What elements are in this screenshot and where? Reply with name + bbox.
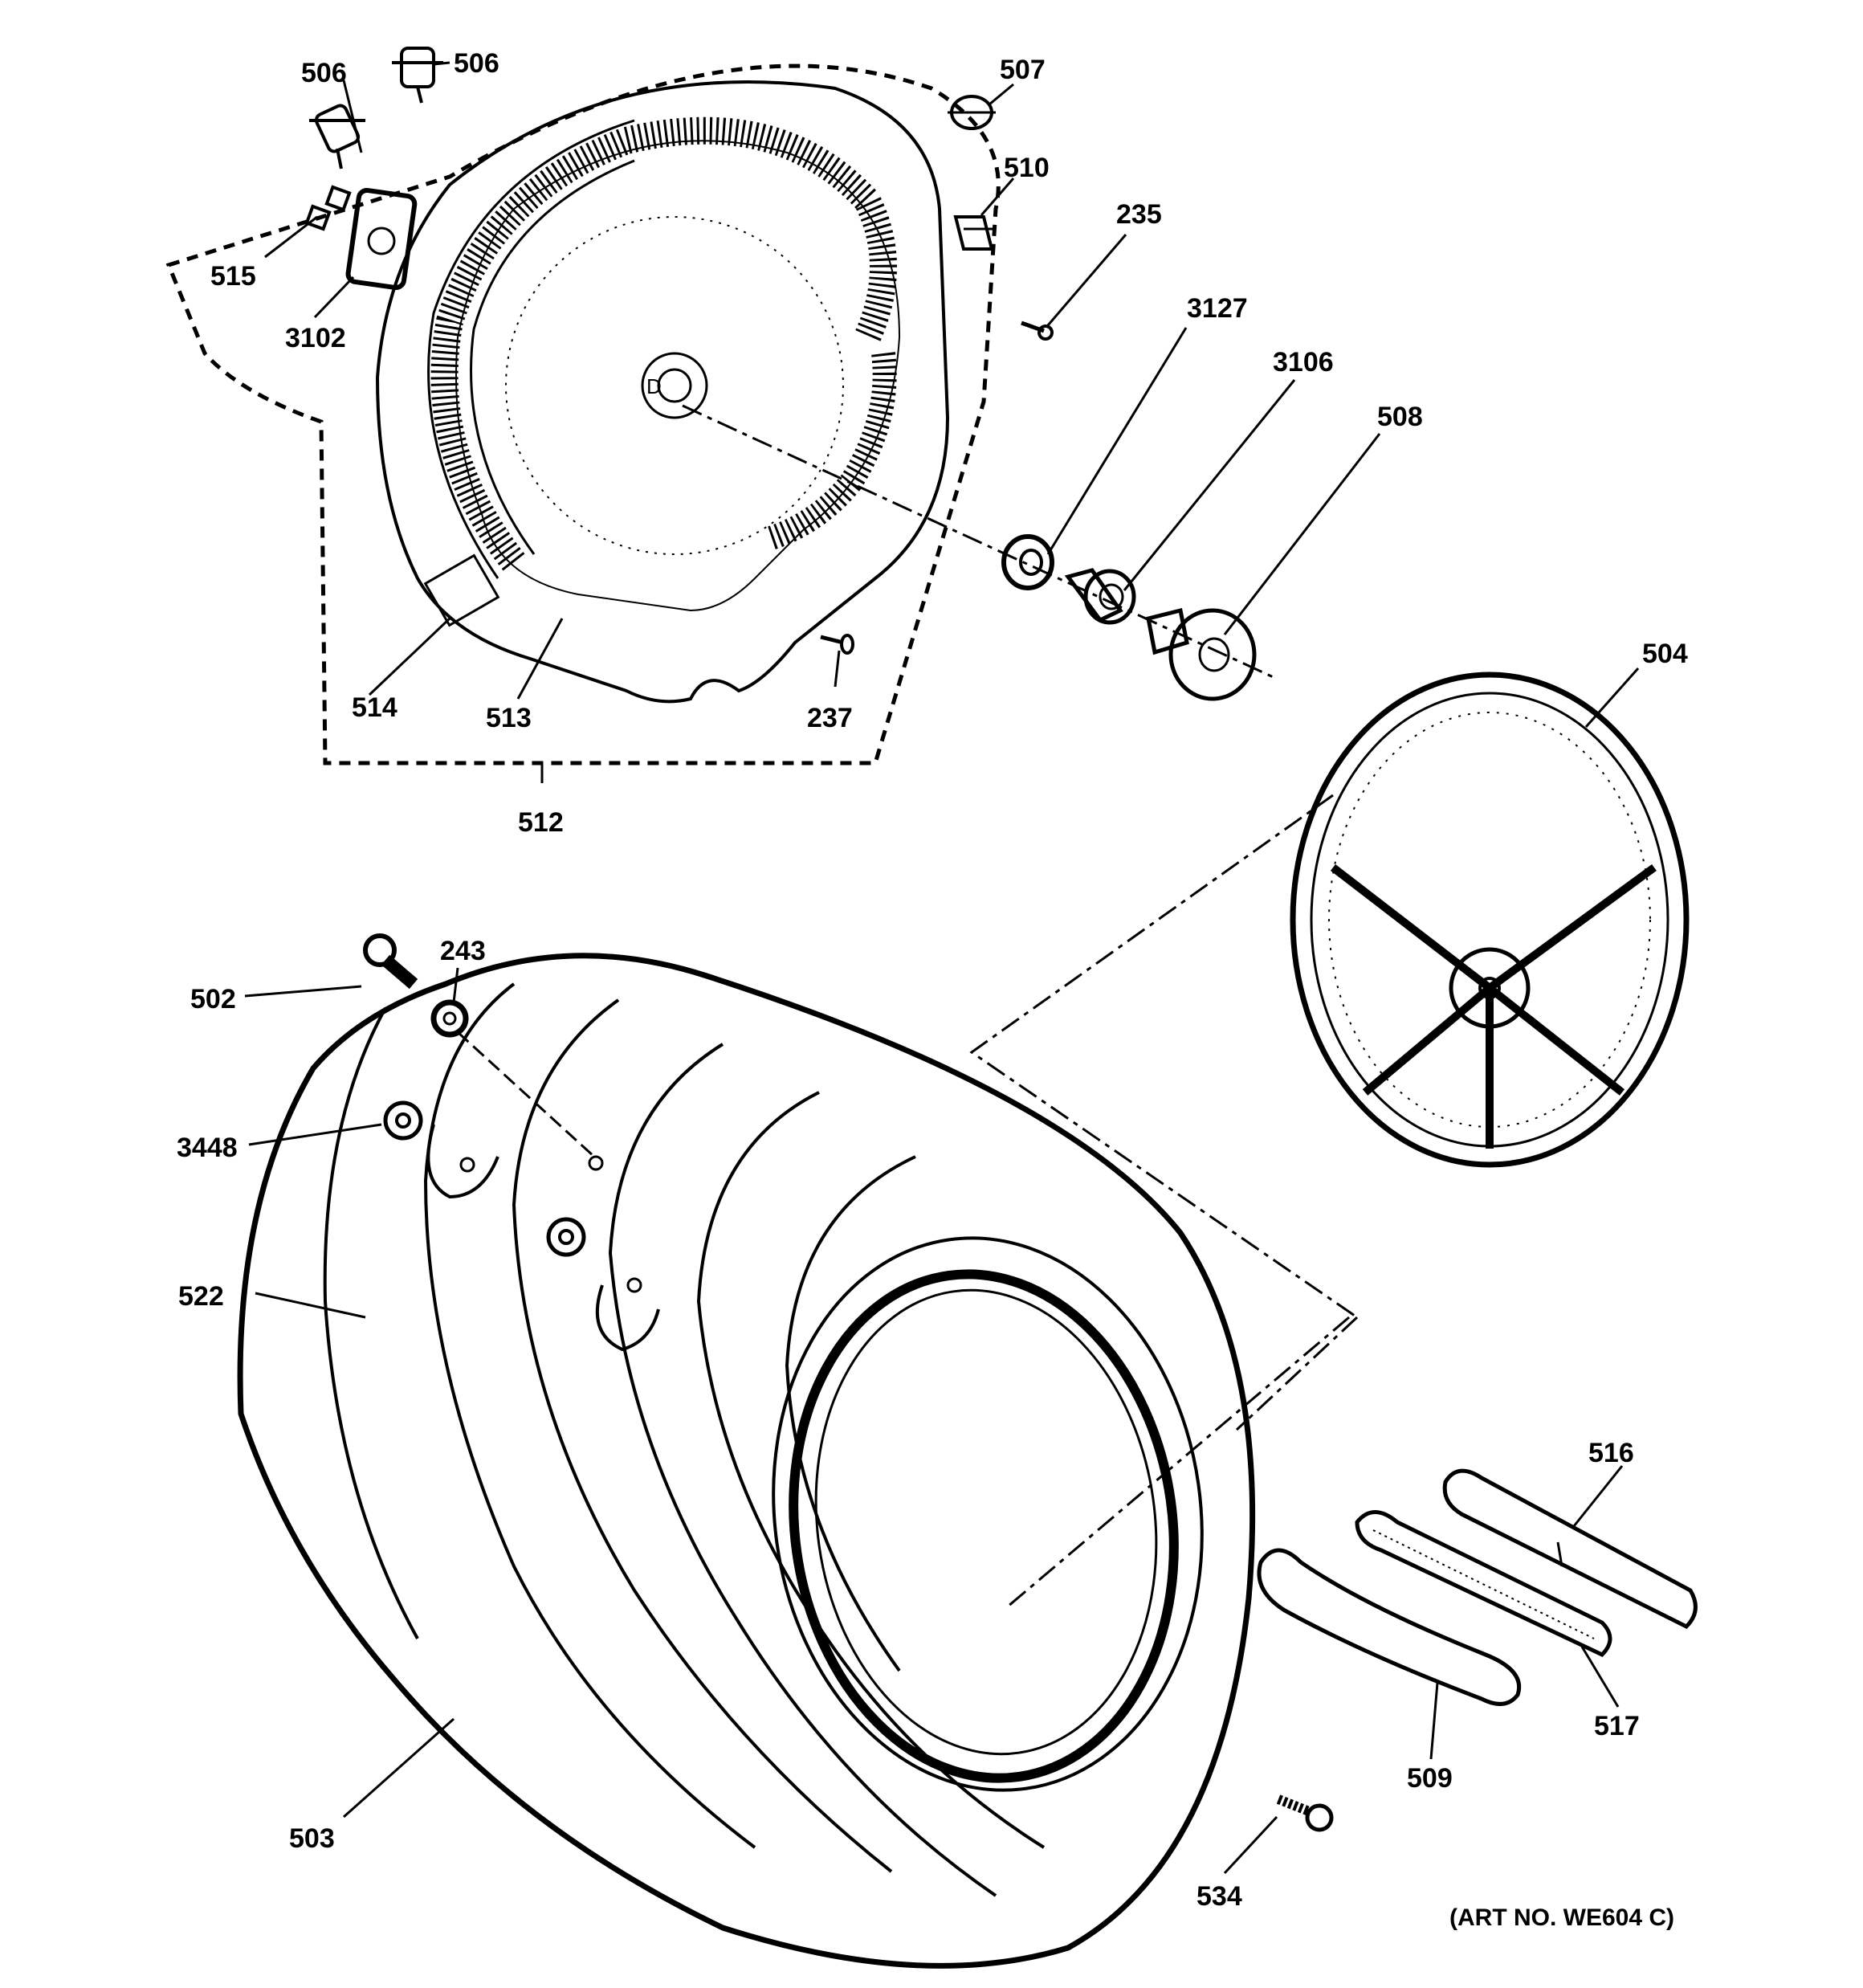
callout-509: 509 xyxy=(1407,1763,1453,1794)
callout-507: 507 xyxy=(1000,55,1046,85)
thermostat-506a xyxy=(309,104,365,169)
art-number-label: (ART NO. WE604 C) xyxy=(1449,1904,1674,1931)
shaft-508 xyxy=(1146,607,1257,701)
callout-503: 503 xyxy=(289,1823,335,1854)
callout-3448: 3448 xyxy=(177,1133,238,1163)
baffle-509 xyxy=(1257,1548,1521,1706)
clip-515 xyxy=(304,185,352,231)
drum-rear-panel-504 xyxy=(1290,672,1690,1168)
washer-3127 xyxy=(1001,534,1054,590)
callout-3127: 3127 xyxy=(1187,293,1248,324)
callout-512: 512 xyxy=(518,807,564,838)
bolt-502 xyxy=(363,933,418,990)
callout-3106: 3106 xyxy=(1273,347,1334,378)
rear-bulkhead-assembly-group: D xyxy=(165,63,1001,765)
screw-237 xyxy=(820,634,854,655)
leader-lines xyxy=(244,61,1640,1875)
thermostat-506b xyxy=(392,47,443,104)
screw-534 xyxy=(1276,1794,1334,1832)
rivet-drum-face xyxy=(459,1155,642,1293)
cover-3102 xyxy=(345,187,418,291)
callout-508: 508 xyxy=(1377,402,1423,432)
screw-235 xyxy=(1021,320,1054,341)
callout-502: 502 xyxy=(190,984,236,1014)
baffle-517 xyxy=(1355,1510,1612,1658)
axis-line-top xyxy=(682,404,1278,680)
callout-510: 510 xyxy=(1004,153,1050,183)
callout-517: 517 xyxy=(1594,1711,1640,1741)
drum-503 xyxy=(237,953,1256,1969)
callout-235: 235 xyxy=(1116,199,1162,230)
bracket-510 xyxy=(953,215,996,251)
rivet-3448 xyxy=(383,1100,423,1141)
nut-243 xyxy=(430,999,469,1038)
callout-504: 504 xyxy=(1642,639,1688,669)
callout-515: 515 xyxy=(210,261,256,292)
callout-3102: 3102 xyxy=(285,323,346,353)
bulkhead-hub: D xyxy=(641,352,708,419)
callout-534: 534 xyxy=(1196,1881,1242,1912)
callout-514: 514 xyxy=(352,692,397,723)
callout-522: 522 xyxy=(178,1281,224,1312)
heater-coil-514 xyxy=(423,116,897,627)
callout-513: 513 xyxy=(486,703,532,733)
callout-506: 506 xyxy=(454,48,499,79)
assembly-boundary-512 xyxy=(165,63,1001,765)
callout-243: 243 xyxy=(440,936,486,966)
callout-237: 237 xyxy=(807,703,853,733)
callout-506: 506 xyxy=(301,58,347,88)
projection-lines xyxy=(969,794,1359,1608)
svg-text:D: D xyxy=(646,374,662,398)
axis-line-bolt xyxy=(456,1031,596,1158)
baffle-516 xyxy=(1442,1468,1698,1630)
callout-516: 516 xyxy=(1588,1438,1634,1468)
thermostat-507 xyxy=(948,95,996,130)
rear-bulkhead xyxy=(375,80,950,704)
bearing-3106 xyxy=(1064,568,1136,625)
